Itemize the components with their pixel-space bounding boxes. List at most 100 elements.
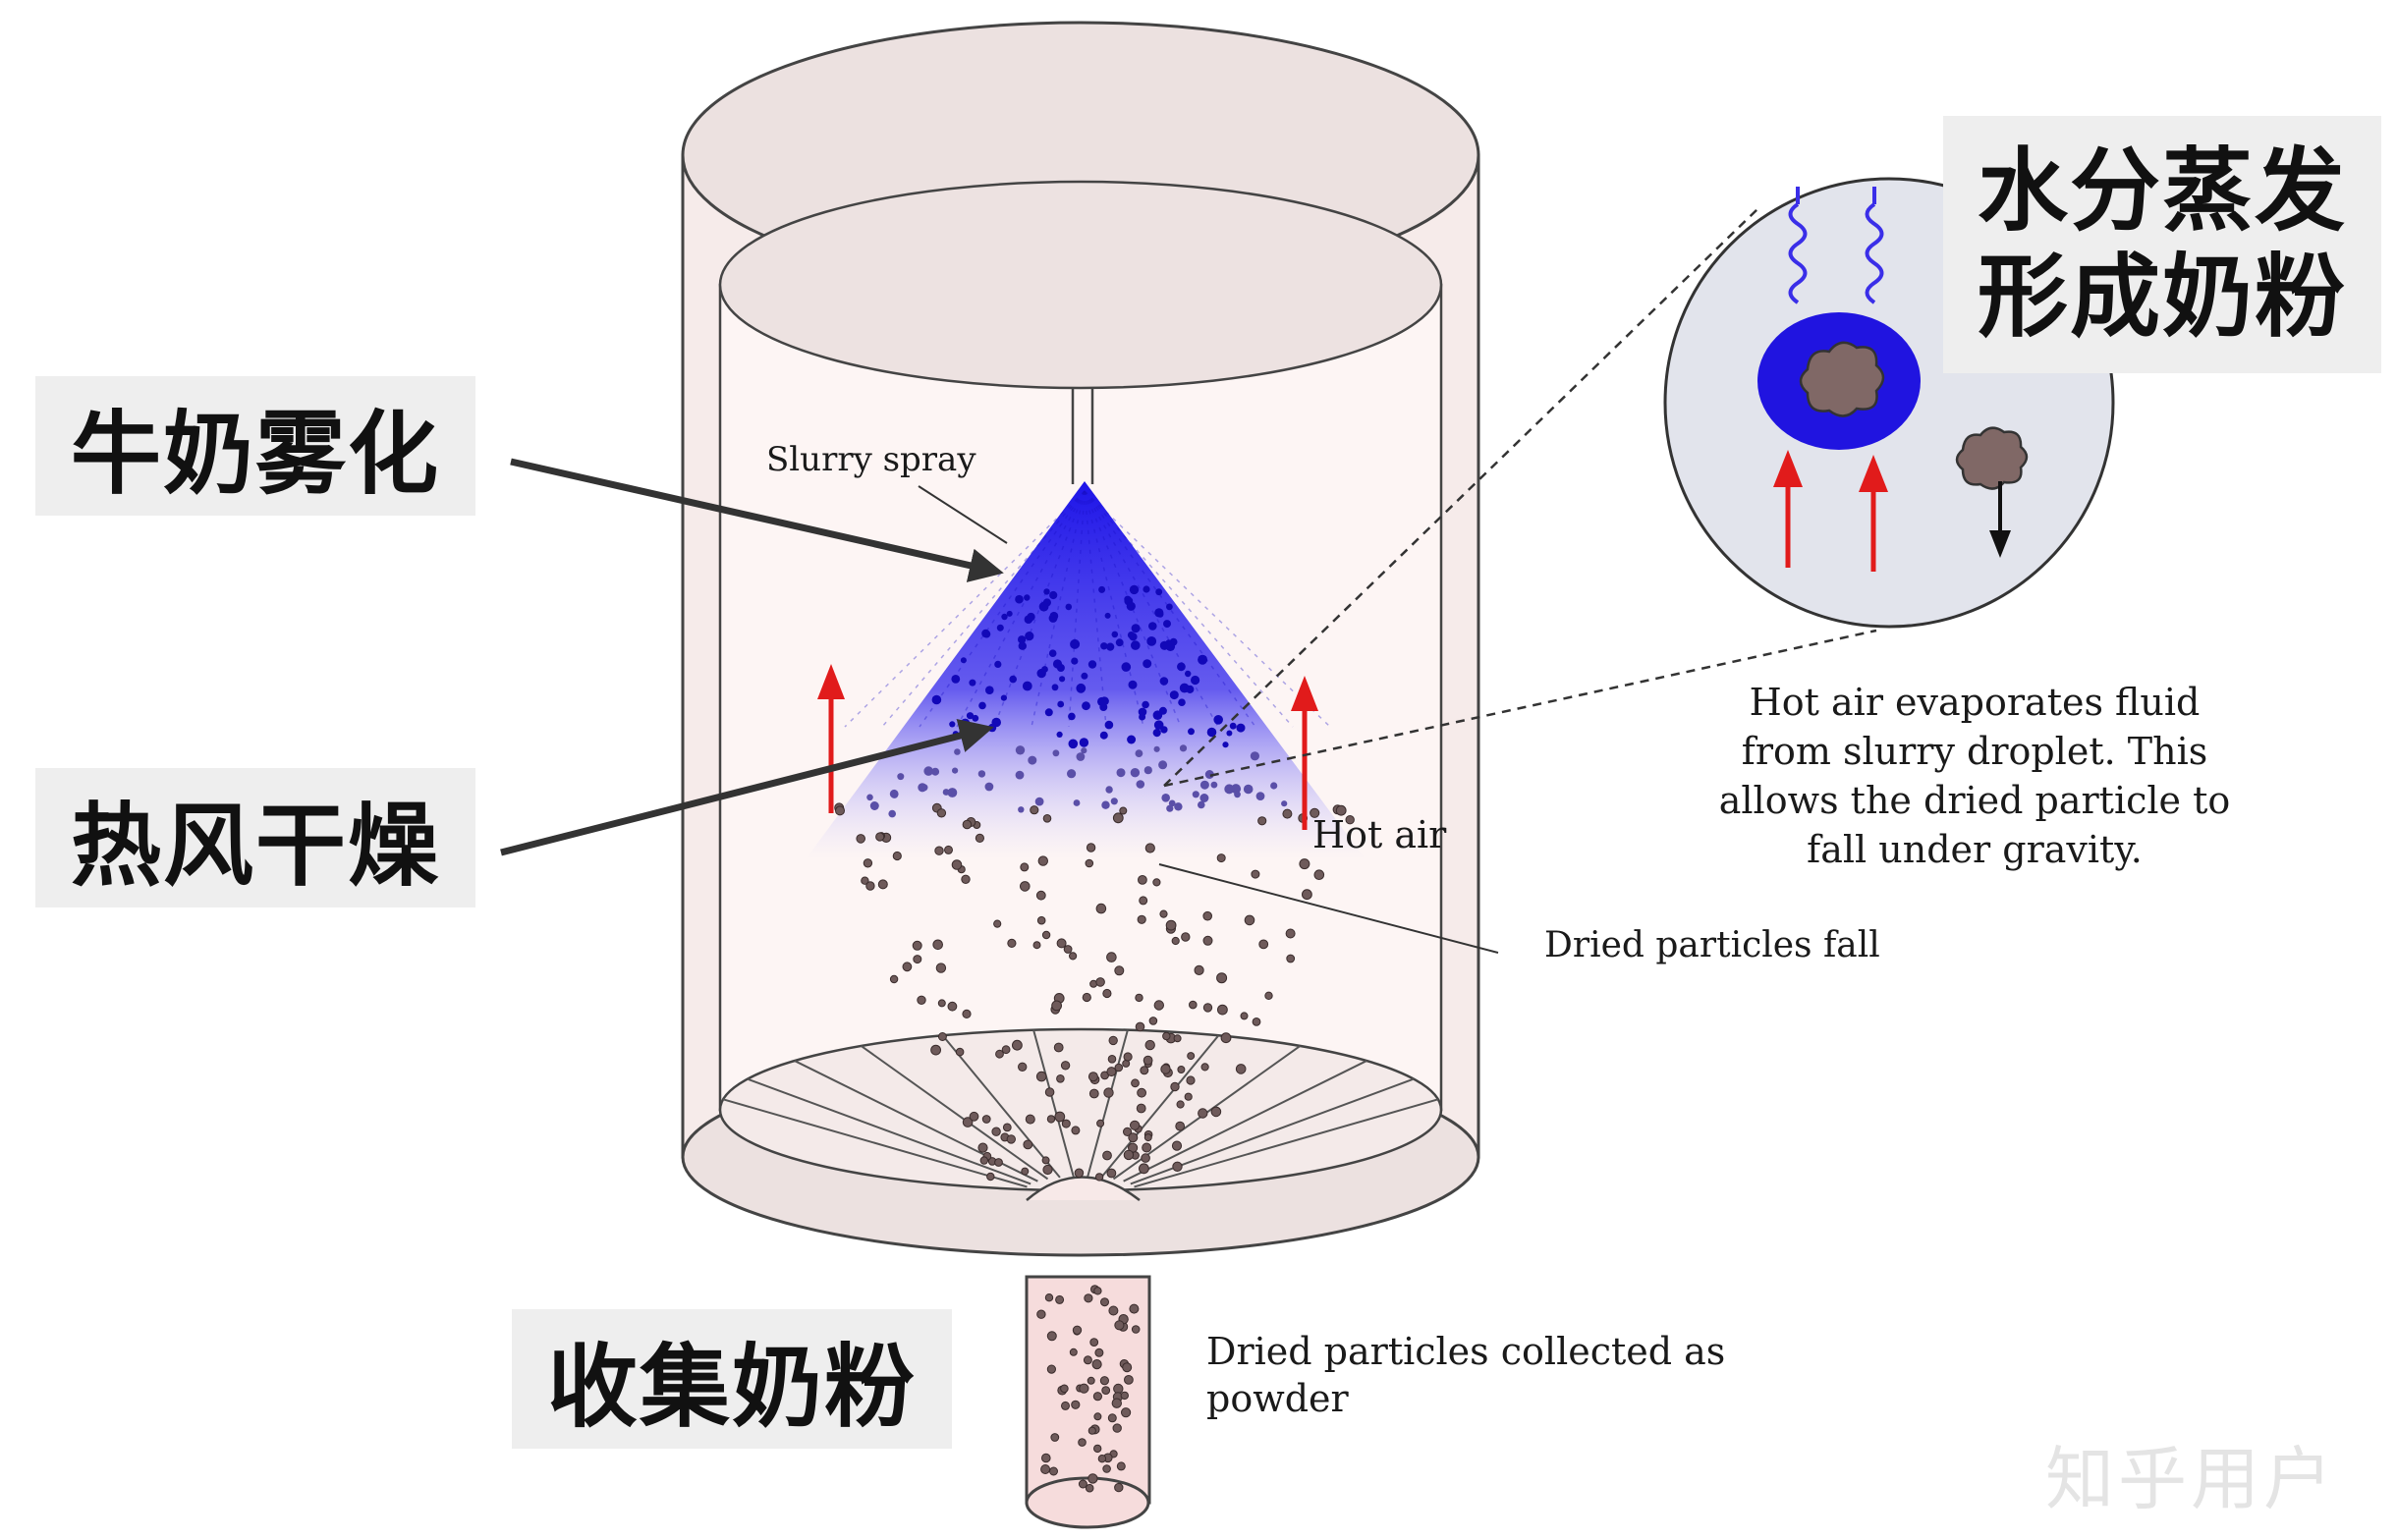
spray-droplet bbox=[1067, 769, 1077, 779]
dried-particle bbox=[991, 1127, 1001, 1136]
spray-droplet bbox=[942, 789, 950, 796]
dried-particle bbox=[1137, 914, 1146, 924]
spray-droplet bbox=[1127, 632, 1136, 639]
spray-droplet bbox=[987, 723, 997, 733]
dried-particle bbox=[912, 940, 922, 951]
label-evaporation-line2: 形成奶粉 bbox=[1977, 245, 2347, 350]
collected-particle bbox=[1036, 1309, 1046, 1319]
dried-particle bbox=[1285, 928, 1296, 939]
collected-particle bbox=[1093, 1444, 1102, 1454]
dried-particle bbox=[1006, 1134, 1017, 1144]
dried-particle bbox=[863, 858, 873, 868]
label-evaporation: 水分蒸发 形成奶粉 bbox=[1943, 116, 2381, 373]
inset-hot-air-arrow-right bbox=[1859, 455, 1888, 572]
spray-droplet bbox=[1161, 794, 1170, 802]
spray-droplet bbox=[1041, 666, 1048, 673]
spray-droplet bbox=[1199, 794, 1209, 802]
dried-particle bbox=[1063, 945, 1073, 954]
spray-droplet bbox=[888, 809, 896, 818]
spray-droplet bbox=[1165, 641, 1176, 651]
collected-particle bbox=[1107, 1413, 1117, 1423]
dried-particle bbox=[1046, 1115, 1056, 1124]
spray-droplet bbox=[1105, 786, 1113, 794]
dried-particle bbox=[1114, 1063, 1124, 1072]
dried-particle bbox=[1135, 993, 1143, 1003]
dried-particle bbox=[1056, 1074, 1065, 1083]
dried-particle bbox=[937, 1032, 947, 1041]
collected-particle bbox=[1100, 1297, 1109, 1307]
collected-particle bbox=[1116, 1461, 1126, 1471]
spray-droplet bbox=[972, 714, 979, 722]
dried-particle bbox=[1141, 1153, 1150, 1163]
dried-particle bbox=[1189, 1000, 1198, 1010]
spray-droplet bbox=[1213, 715, 1223, 725]
collected-particle bbox=[1061, 1401, 1070, 1410]
spray-droplet bbox=[1043, 588, 1050, 595]
spray-droplet bbox=[1022, 681, 1032, 691]
dried-particle bbox=[1085, 858, 1094, 868]
dried-particle bbox=[935, 962, 947, 973]
dried-particle bbox=[1282, 808, 1293, 819]
spray-droplet bbox=[1018, 641, 1028, 650]
dried-particle bbox=[1184, 1092, 1193, 1101]
dried-particle bbox=[1074, 1168, 1085, 1179]
spray-droplet bbox=[1081, 672, 1088, 680]
spray-droplet bbox=[978, 701, 986, 710]
collected-particle bbox=[1122, 1362, 1133, 1373]
dried-particle bbox=[1123, 1127, 1133, 1137]
dried-particle bbox=[1069, 952, 1078, 961]
funnel-ray bbox=[941, 1034, 1061, 1179]
collected-particle bbox=[1071, 1400, 1081, 1409]
dried-particle bbox=[1173, 1034, 1182, 1043]
collected-particle bbox=[1094, 1348, 1104, 1357]
dried-particle bbox=[1054, 1111, 1066, 1123]
dried-particle bbox=[861, 876, 869, 885]
dried-particle bbox=[1152, 878, 1161, 887]
spray-droplet bbox=[1166, 804, 1174, 812]
dried-particle bbox=[1114, 965, 1125, 976]
dried-particle bbox=[835, 805, 845, 816]
dried-particle bbox=[1136, 1103, 1146, 1114]
dried-particle bbox=[1257, 816, 1267, 826]
dried-particle bbox=[1044, 1087, 1055, 1097]
spray-droplet bbox=[1079, 738, 1089, 747]
spray-droplet bbox=[1018, 635, 1027, 644]
collected-particle bbox=[1050, 1433, 1060, 1442]
spray-droplet bbox=[1174, 802, 1183, 811]
spray-droplet bbox=[1128, 680, 1138, 689]
dried-particle bbox=[1139, 1163, 1149, 1175]
dried-particle bbox=[1056, 938, 1067, 949]
spray-droplet bbox=[1158, 706, 1167, 715]
spray-droplet bbox=[1110, 798, 1118, 805]
spray-droplet bbox=[952, 767, 959, 774]
dried-particle bbox=[1119, 806, 1128, 815]
dried-particle bbox=[1020, 881, 1031, 892]
spray-droplet bbox=[1116, 768, 1126, 778]
dried-particle bbox=[1258, 939, 1269, 950]
spray-droplet bbox=[1049, 611, 1059, 621]
dried-particle bbox=[1041, 1156, 1050, 1165]
dried-particle bbox=[1096, 1119, 1105, 1128]
dried-particle bbox=[1018, 1062, 1028, 1072]
spray-droplet bbox=[1126, 601, 1136, 611]
dried-particle bbox=[917, 995, 926, 1005]
dried-particle bbox=[962, 1009, 972, 1019]
dried-particle bbox=[1160, 1064, 1171, 1074]
dried-particle bbox=[1240, 1012, 1249, 1020]
dried-particle bbox=[937, 999, 946, 1008]
spray-droplet bbox=[1186, 685, 1195, 694]
dried-particle bbox=[1220, 1032, 1232, 1044]
dried-particle bbox=[1060, 1061, 1071, 1071]
spray-droplet bbox=[1192, 791, 1199, 798]
dried-particle bbox=[1112, 812, 1124, 824]
spray-droplet bbox=[1115, 638, 1124, 647]
dried-particle bbox=[1095, 977, 1105, 987]
spray-droplet bbox=[981, 629, 990, 638]
inset-caption-line: fall under gravity. bbox=[1807, 828, 2143, 871]
dried-particle bbox=[1176, 1100, 1185, 1109]
collected-particle bbox=[1055, 1294, 1065, 1304]
collected-particle bbox=[1069, 1348, 1078, 1356]
dried-particle bbox=[1082, 992, 1091, 1003]
inset-caption-line: from slurry droplet. This bbox=[1741, 730, 2208, 773]
